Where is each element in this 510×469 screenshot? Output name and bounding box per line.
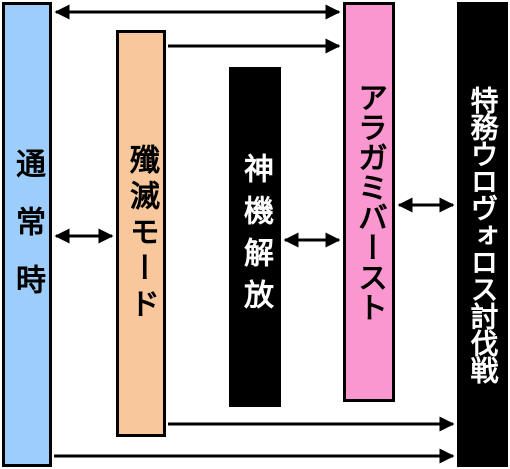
node-normal: 通常時 [2,2,52,467]
node-normal-label: 通常時 [10,147,45,322]
node-shinki-kaihou: 神機解放 [229,67,281,407]
node-zenmetsu-mode: 殲滅モード [116,30,166,437]
node-tokumu-ouroboros-label: 特務ウロヴォロス討伐戦 [466,86,500,383]
node-tokumu-ouroboros: 特務ウロヴォロス討伐戦 [457,2,508,467]
node-aragami-burst-label: アラガミバースト [352,82,387,322]
node-aragami-burst: アラガミバースト [343,2,395,402]
node-zenmetsu-mode-label: 殲滅モード [124,143,159,324]
node-shinki-kaihou-label: 神機解放 [238,153,273,321]
